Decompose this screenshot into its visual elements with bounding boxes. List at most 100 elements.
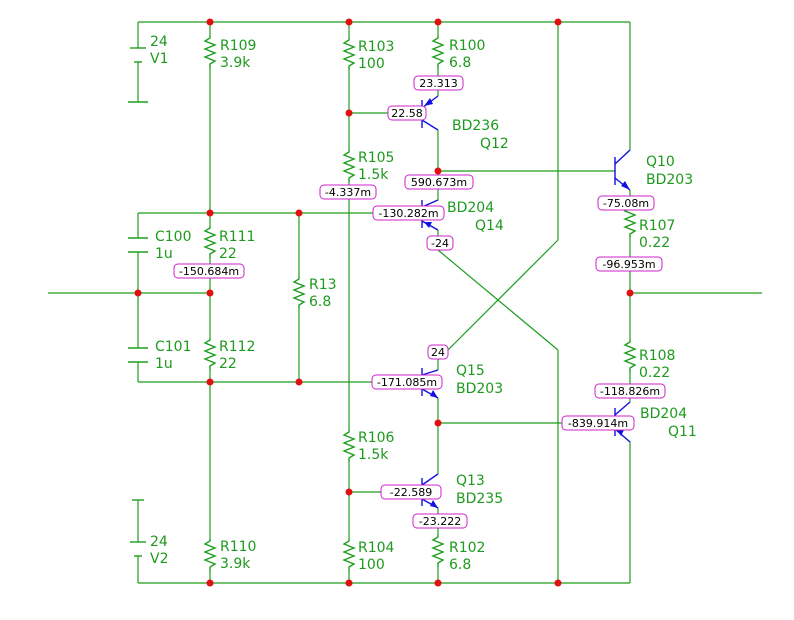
voltage-source-v2: [130, 499, 146, 557]
r105-ref: R105: [358, 150, 394, 166]
resistor-r107: [623, 206, 637, 238]
r109-ref: R109: [220, 38, 256, 54]
r111-value: 22: [219, 246, 237, 262]
v2-value: 24: [150, 534, 168, 550]
resistor-r105: [342, 150, 356, 182]
probe-minus-118-826m: -118.826m: [594, 383, 666, 399]
r104-ref: R104: [358, 540, 395, 556]
q10-ref: Q10: [646, 154, 675, 170]
q15-model: BD203: [456, 381, 503, 397]
r107-value: 0.22: [639, 235, 670, 251]
voltage-source-v1: [128, 47, 148, 103]
probe-minus-839-914m: -839.914m: [561, 415, 635, 431]
v2-ref: V2: [150, 551, 168, 567]
c101-ref: C101: [155, 339, 192, 355]
r108-value: 0.22: [639, 365, 670, 381]
svg-text:-171.085m: -171.085m: [377, 376, 437, 389]
v1-ref: V1: [150, 51, 168, 67]
r112-value: 22: [219, 356, 237, 372]
svg-text:590.673m: 590.673m: [411, 176, 467, 189]
r13-ref: R13: [309, 277, 337, 293]
v1-value: 24: [150, 34, 168, 50]
resistor-r109: [203, 36, 217, 68]
r100-ref: R100: [449, 38, 485, 54]
resistor-r102: [431, 535, 445, 567]
resistor-r106: [342, 430, 356, 462]
r112-ref: R112: [219, 339, 255, 355]
svg-text:-24: -24: [431, 237, 449, 250]
q11-model: BD204: [640, 406, 687, 422]
q14-ref: Q14: [475, 218, 504, 234]
svg-text:24: 24: [431, 346, 445, 359]
resistor-symbols: [203, 36, 637, 571]
resistor-r110: [203, 539, 217, 571]
svg-text:-130.282m: -130.282m: [378, 207, 438, 220]
r102-ref: R102: [449, 540, 485, 556]
probe-590-673m: 590.673m: [404, 174, 474, 190]
r103-ref: R103: [358, 39, 394, 55]
probe-minus-22-589: -22.589: [380, 484, 442, 500]
q10-model: BD203: [646, 172, 693, 188]
r109-value: 3.9k: [220, 55, 251, 71]
r108-ref: R108: [639, 348, 675, 364]
svg-text:-118.826m: -118.826m: [600, 385, 660, 398]
r107-ref: R107: [639, 218, 675, 234]
svg-text:-23.222: -23.222: [419, 515, 461, 528]
r105-value: 1.5k: [358, 167, 389, 183]
capacitor-c101: [128, 347, 148, 363]
probe-minus-24: -24: [426, 235, 454, 251]
svg-text:22.58: 22.58: [391, 107, 423, 120]
r102-value: 6.8: [449, 557, 471, 573]
probe-minus-4-337m: -4.337m: [319, 184, 377, 200]
svg-text:-839.914m: -839.914m: [568, 417, 628, 430]
c101-value: 1u: [155, 356, 173, 372]
svg-text:23.313: 23.313: [419, 77, 458, 90]
transistor-q13: [421, 473, 439, 509]
c100-value: 1u: [155, 246, 173, 262]
r100-value: 6.8: [449, 55, 471, 71]
probe-minus-150-684m: -150.684m: [173, 263, 245, 279]
resistor-r108: [623, 340, 637, 372]
svg-text:-150.684m: -150.684m: [179, 265, 239, 278]
svg-text:-22.589: -22.589: [390, 486, 432, 499]
resistor-r13: [292, 277, 306, 309]
junction-dots: [134, 18, 634, 587]
probe-24: 24: [427, 344, 449, 360]
q11-ref: Q11: [668, 424, 697, 440]
capacitor-c100: [128, 237, 148, 253]
r110-value: 3.9k: [220, 556, 251, 572]
q13-model: BD235: [456, 491, 503, 507]
probe-minus-23-222: -23.222: [412, 513, 468, 529]
q15-ref: Q15: [456, 363, 485, 379]
resistor-r103: [342, 38, 356, 70]
svg-text:-96.953m: -96.953m: [602, 258, 655, 271]
resistor-r104: [342, 539, 356, 571]
resistor-r112: [203, 338, 217, 370]
resistor-r100: [431, 36, 445, 68]
r106-value: 1.5k: [358, 447, 389, 463]
q12-model: BD236: [452, 118, 499, 134]
probe-22-58: 22.58: [387, 105, 427, 121]
c100-ref: C100: [155, 229, 192, 245]
probe-minus-130-282m: -130.282m: [372, 205, 445, 221]
r110-ref: R110: [220, 539, 256, 555]
r103-value: 100: [358, 56, 385, 72]
probe-minus-75-08m: -75.08m: [597, 195, 655, 211]
r106-ref: R106: [358, 430, 395, 446]
transistor-q10: [614, 149, 631, 191]
q13-ref: Q13: [456, 473, 485, 489]
q12-ref: Q12: [480, 136, 509, 152]
probe-23-313: 23.313: [413, 75, 464, 91]
svg-text:-75.08m: -75.08m: [603, 197, 649, 210]
component-labels: 24 V1 24 V2 R109 3.9k R103 100 R100 6.8 …: [150, 34, 697, 573]
r104-value: 100: [358, 557, 385, 573]
resistor-r111: [203, 226, 217, 258]
q14-model: BD204: [447, 200, 494, 216]
probe-minus-171-085m: -171.085m: [371, 374, 443, 390]
svg-text:-4.337m: -4.337m: [325, 186, 371, 199]
r111-ref: R111: [219, 229, 255, 245]
r13-value: 6.8: [309, 294, 331, 310]
probe-minus-96-953m: -96.953m: [595, 256, 663, 272]
voltage-probes: 23.313 22.58 590.673m -4.337m -130.282m …: [173, 75, 666, 529]
